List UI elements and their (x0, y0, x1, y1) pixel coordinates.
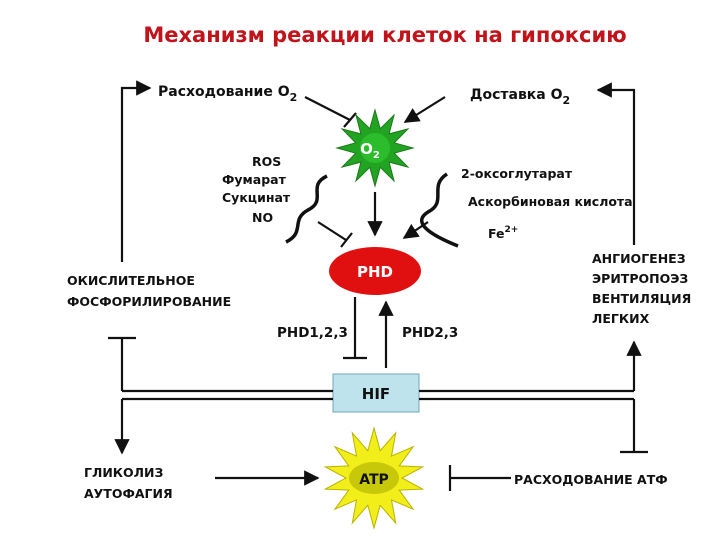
angiogenesis-to-delivery-arrow (596, 82, 636, 245)
left-brace (285, 174, 328, 244)
svg-text:ВЕНТИЛЯЦИЯ: ВЕНТИЛЯЦИЯ (592, 291, 691, 306)
oxphos-to-consumption-arrow (120, 80, 152, 262)
factor-ascorbic-acid: Аскорбиновая кислота (468, 194, 633, 209)
phd-label: PHD (357, 263, 393, 281)
page-title: Механизм реакции клеток на гипоксию (143, 23, 626, 47)
angiogenesis-label: АНГИОГЕНЕЗ ЭРИТРОПОЭЗ ВЕНТИЛЯЦИЯ ЛЕГКИХ (592, 251, 691, 326)
factor-ros: ROS (252, 154, 281, 169)
svg-text:ФОСФОРИЛИРОВАНИЕ: ФОСФОРИЛИРОВАНИЕ (67, 294, 231, 309)
right-factors-arrow (402, 221, 429, 239)
factor-fe: Fe2+ (488, 225, 518, 241)
right-brace (420, 172, 459, 248)
left-factors-inhibit-line (317, 221, 347, 241)
hif-label: HIF (362, 385, 390, 403)
factor-fumarate: Фумарат (222, 172, 287, 187)
o2-delivery-label: Доставка O2 (470, 87, 570, 107)
o2-star-label: O2 (360, 140, 380, 161)
svg-text:ОКИСЛИТЕЛЬНОЕ: ОКИСЛИТЕЛЬНОЕ (67, 273, 195, 288)
o2-star: O2 (335, 108, 415, 188)
svg-text:АНГИОГЕНЕЗ: АНГИОГЕНЕЗ (592, 251, 686, 266)
hif-box (332, 373, 420, 413)
right-factors: 2-оксоглутарат Аскорбиновая кислота Fe2+ (461, 166, 633, 241)
atp-label: ATP (359, 472, 389, 488)
left-factors-inhibit-bar (340, 232, 353, 248)
o2-star-core (360, 133, 390, 163)
o2-consumption-label: Расходование O2 (158, 84, 297, 104)
inhibit-consumption-bar (343, 112, 357, 128)
hif-node: HIF (332, 373, 420, 413)
atp-star-core (349, 462, 399, 494)
atp-consumption-label: РАСХОДОВАНИЕ АТФ (514, 472, 668, 487)
glycolysis-label: ГЛИКОЛИЗ АУТОФАГИЯ (84, 465, 173, 501)
factor-oxoglutarate: 2-оксоглутарат (461, 166, 573, 181)
inhibit-consumption-line (304, 96, 351, 121)
oxidative-phosphorylation-label: ОКИСЛИТЕЛЬНОЕ ФОСФОРИЛИРОВАНИЕ (67, 273, 231, 309)
svg-text:ЛЕГКИХ: ЛЕГКИХ (592, 311, 650, 326)
phd-ellipse (329, 247, 421, 295)
phd23-label: PHD2,3 (402, 325, 458, 341)
factor-no: NO (252, 210, 273, 225)
left-factors: ROS Фумарат Сукцинат NO (222, 154, 291, 225)
svg-text:ЭРИТРОПОЭЗ: ЭРИТРОПОЭЗ (592, 271, 688, 286)
delivery-arrow (403, 96, 446, 123)
phd-node: PHD (329, 247, 421, 295)
svg-text:АУТОФАГИЯ: АУТОФАГИЯ (84, 486, 173, 501)
factor-succinate: Сукцинат (222, 190, 291, 205)
svg-text:ГЛИКОЛИЗ: ГЛИКОЛИЗ (84, 465, 163, 480)
phd123-label: PHD1,2,3 (277, 325, 348, 341)
atp-star: ATP (323, 426, 425, 530)
